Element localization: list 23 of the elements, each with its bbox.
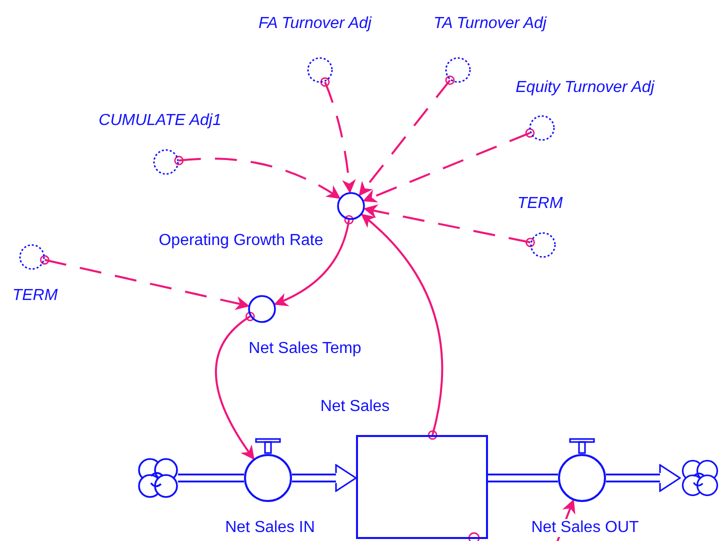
link-arrow: [358, 76, 455, 196]
variable-label: Operating Growth Rate: [158, 232, 324, 250]
link-arrow: [215, 312, 255, 460]
cloud-icon: [136, 456, 180, 500]
link-arrow: [40, 255, 250, 310]
flow-pipe: [605, 464, 681, 492]
link-arrow: [320, 77, 356, 194]
link-arrow: [555, 499, 576, 541]
link-arrow: [362, 128, 535, 202]
flow-pipe: [291, 464, 357, 492]
link-arrow: [174, 156, 341, 199]
link-arrow: [274, 215, 354, 306]
variable-label: FA Turnover Adj: [258, 15, 372, 33]
variable-label: Net Sales OUT: [531, 519, 639, 537]
variable-label: Net Sales Temp: [248, 340, 362, 358]
variable-label: CUMULATE Adj1: [98, 112, 222, 130]
cloud-icon: [680, 458, 720, 498]
flow-pipe: [177, 474, 245, 482]
link-arrow: [363, 204, 535, 248]
link-arrow: [360, 214, 444, 440]
flow-pipe: [487, 474, 559, 482]
variable-label: Equity Turnover Adj: [516, 79, 654, 97]
variable-label: TA Turnover Adj: [434, 15, 546, 33]
